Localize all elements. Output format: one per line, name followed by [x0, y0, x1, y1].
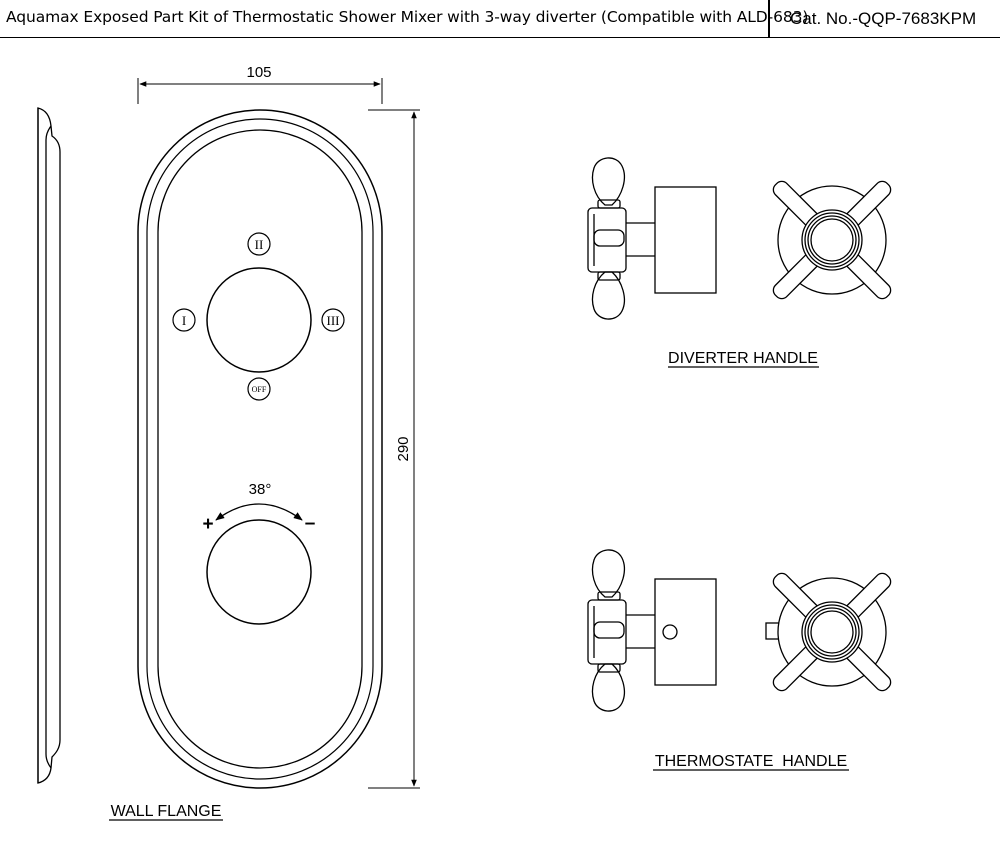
product-title: Aquamax Exposed Part Kit of Thermostatic… — [6, 8, 809, 26]
diverter-handle-front-view — [772, 180, 892, 300]
flange-side-profile — [37, 107, 61, 784]
plus-sign: + — [202, 514, 213, 535]
height-dimension-value: 290 — [395, 436, 412, 461]
thermostat-handle-label: THERMOSTATE HANDLE — [655, 753, 847, 770]
diverter-handle-side-view — [587, 157, 717, 320]
width-dimension-value: 105 — [246, 64, 271, 81]
wall-flange-label: WALL FLANGE — [111, 803, 222, 820]
position-marker-off — [247, 377, 271, 401]
position-marker-i — [172, 308, 196, 332]
flange-labels: II I III OFF — [182, 237, 340, 394]
position-marker-ii — [247, 232, 271, 256]
width-dimension — [137, 78, 383, 104]
height-dimension — [368, 109, 420, 789]
minus-sign: – — [305, 513, 316, 534]
rotation-arc — [215, 503, 303, 521]
thermostat-handle-side-view — [587, 549, 717, 712]
position-marker-iii — [321, 308, 345, 332]
diverter-handle-label: DIVERTER HANDLE — [668, 350, 818, 367]
thermostat-bore — [206, 519, 312, 625]
position-label-iii: III — [327, 313, 340, 328]
flange-front-view — [137, 109, 383, 789]
title-divider — [768, 0, 770, 38]
position-label-ii: II — [255, 237, 264, 252]
angle-label: 38° — [249, 481, 272, 498]
angle-labels: 38° + – — [202, 481, 315, 535]
catalog-number: Cat. No.-QQP-7683KPM — [790, 9, 977, 28]
thermostat-handle-front-view — [765, 572, 892, 692]
position-label-off: OFF — [252, 385, 267, 394]
position-label-i: I — [182, 313, 186, 328]
title-block: Aquamax Exposed Part Kit of Thermostatic… — [0, 0, 1000, 38]
diverter-bore — [206, 267, 312, 373]
